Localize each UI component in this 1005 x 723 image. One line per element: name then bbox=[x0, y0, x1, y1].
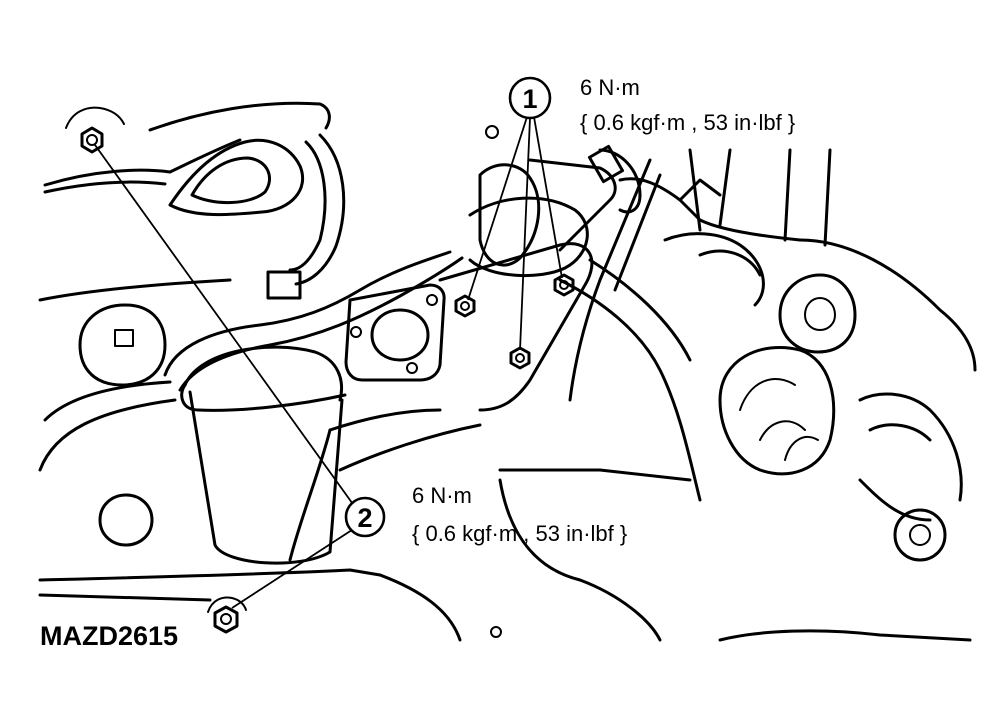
nut-top-left bbox=[65, 106, 125, 154]
figure-code: MAZD2615 bbox=[40, 621, 178, 651]
nut-center-left bbox=[454, 294, 476, 318]
nut-bottom-left bbox=[207, 596, 247, 634]
leader-lines-callout-2 bbox=[94, 144, 356, 609]
callout-2-circle bbox=[344, 496, 386, 538]
nut-center-right bbox=[553, 273, 575, 297]
callout-1-torque-nm: 6 N·m bbox=[580, 75, 640, 100]
callout-1-number: 1 bbox=[522, 84, 537, 114]
callout-2: 2 bbox=[344, 496, 386, 538]
leader-lines-callout-1 bbox=[467, 116, 563, 351]
callout-2-torque-nm: 6 N·m bbox=[412, 483, 472, 508]
callout-1: 1 bbox=[508, 76, 552, 120]
callout-1-circle bbox=[508, 76, 552, 120]
engine-line-art bbox=[38, 101, 977, 642]
nut-center-bottom bbox=[509, 346, 531, 370]
callout-2-torque-alt: { 0.6 kgf·m , 53 in·lbf } bbox=[412, 521, 627, 546]
callout-2-number: 2 bbox=[357, 503, 372, 533]
callout-1-torque-alt: { 0.6 kgf·m , 53 in·lbf } bbox=[580, 110, 795, 135]
